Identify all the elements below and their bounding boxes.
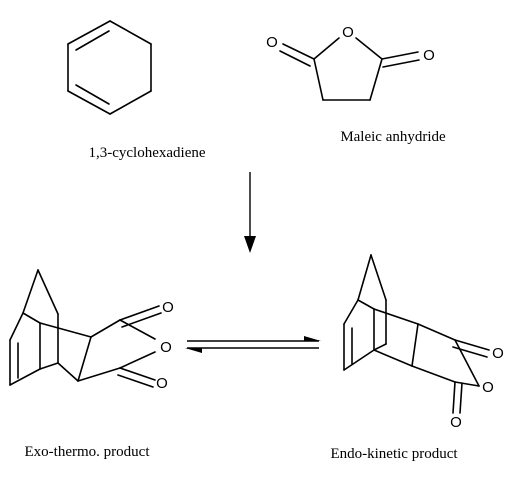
reaction-arrow xyxy=(244,172,256,253)
anhydride-ring-oxygen: O xyxy=(342,24,354,41)
anhydride-carbonyl-oxygen-right: O xyxy=(423,47,435,64)
endo-carbonyl-oxygen-top: O xyxy=(492,345,504,362)
endo-carbonyl-oxygen-bottom: O xyxy=(450,414,462,431)
exo-product-structure xyxy=(9,269,162,388)
dienophile-name: Maleic anhydride xyxy=(340,129,446,145)
anhydride-carbonyl-oxygen-left: O xyxy=(266,34,278,51)
cyclohexadiene-structure xyxy=(67,20,152,115)
equilibrium-arrows xyxy=(185,336,321,353)
exo-ring-oxygen: O xyxy=(160,339,172,356)
exo-carbonyl-oxygen-top: O xyxy=(162,299,174,316)
exo-product-name: Exo-thermo. product xyxy=(25,444,151,460)
exo-carbonyl-oxygen-bottom: O xyxy=(156,375,168,392)
endo-product-structure xyxy=(343,254,490,414)
endo-ring-oxygen: O xyxy=(482,379,494,396)
maleic-anhydride-structure xyxy=(279,37,420,101)
endo-product-name: Endo-kinetic product xyxy=(330,446,458,462)
diene-name: 1,3-cyclohexadiene xyxy=(88,145,205,161)
